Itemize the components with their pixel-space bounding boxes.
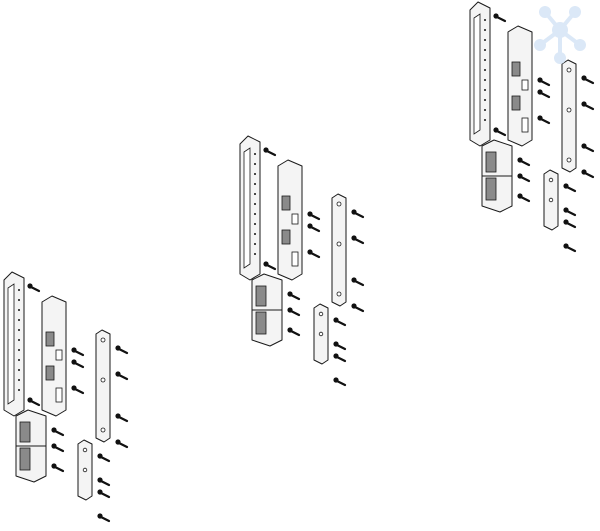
bracket-kit-middle xyxy=(240,136,363,385)
bracket-kit-left xyxy=(4,272,127,521)
watermark-logo xyxy=(534,6,586,64)
